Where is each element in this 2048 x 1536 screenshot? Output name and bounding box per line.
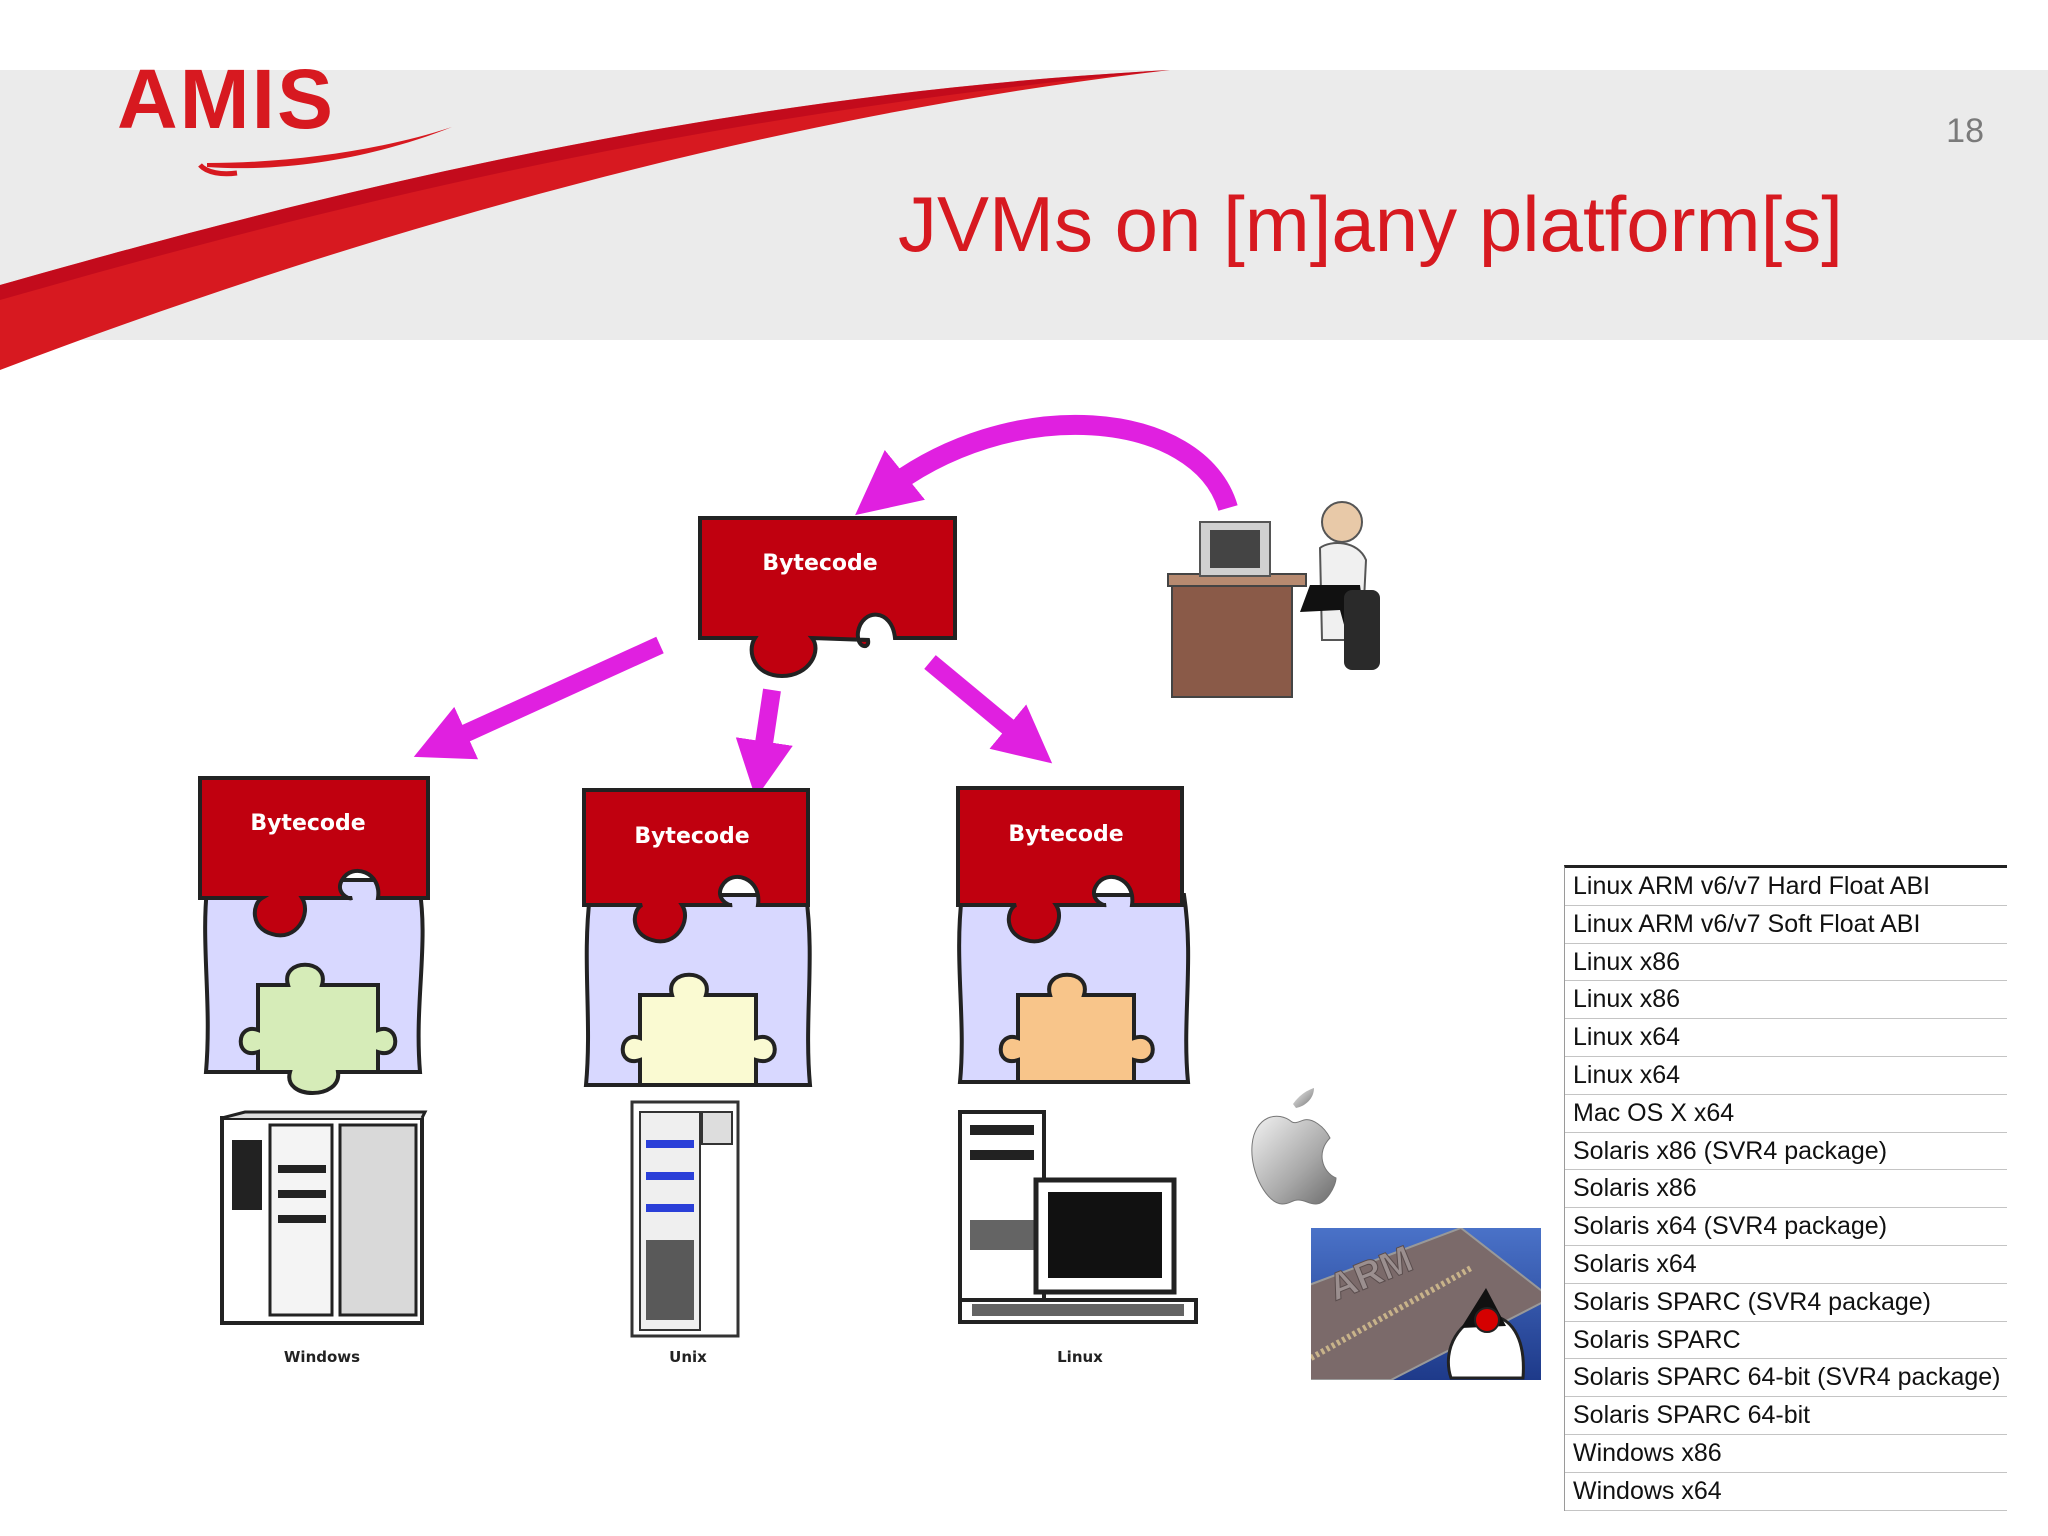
piece-label-unix: Bytecode (634, 824, 749, 849)
piece-label-linux: Bytecode (1008, 822, 1123, 847)
platform-row: Solaris SPARC (SVR4 package) (1565, 1284, 2007, 1322)
slide-title: JVMs on [m]any platform[s] (898, 180, 1843, 268)
platform-row: Solaris x64 (1565, 1246, 2007, 1284)
os-label-windows: Windows (284, 1348, 360, 1366)
platform-row: Linux x64 (1565, 1019, 2007, 1057)
platform-row: Linux ARM v6/v7 Hard Float ABI (1565, 868, 2007, 906)
arrow-right (924, 655, 1053, 764)
unix-server-icon (630, 1100, 740, 1338)
arrow-middle (735, 688, 793, 799)
platform-row: Linux x86 (1565, 981, 2007, 1020)
platform-row: Mac OS X x64 (1565, 1095, 2007, 1133)
bytecode-stack-unix: Bytecode Unix (582, 788, 813, 1366)
platform-row: Solaris x64 (SVR4 package) (1565, 1208, 2007, 1246)
top-bytecode-piece: Bytecode (698, 516, 957, 679)
amis-logo: AMIS (112, 55, 472, 185)
java-duke-icon (1446, 1288, 1525, 1380)
bytecode-stack-windows: Bytecode Windows (198, 776, 430, 1366)
platform-row: Solaris SPARC 64-bit (SVR4 package) (1565, 1359, 2007, 1398)
logo-swoosh-icon (198, 127, 452, 177)
platform-row: Windows x86 (1565, 1435, 2007, 1473)
platform-row: Linux x86 (1565, 944, 2007, 982)
arrow-left (413, 636, 664, 760)
logo-text: AMIS (117, 52, 335, 146)
platform-row: Solaris x86 (SVR4 package) (1565, 1133, 2007, 1171)
linux-desktop-icon (958, 1110, 1198, 1324)
apple-logo-icon (1251, 1088, 1337, 1205)
top-piece-label: Bytecode (762, 551, 877, 576)
developer-at-desk-illustration (1167, 501, 1380, 698)
arm-java-chip-image: ARM (1311, 1228, 1541, 1380)
windows-tower-icon (220, 1110, 428, 1325)
page-number: 18 (1946, 112, 1984, 150)
platform-row: Linux x64 (1565, 1057, 2007, 1095)
curved-arrow (855, 414, 1238, 516)
os-label-linux: Linux (1057, 1348, 1103, 1366)
piece-label-windows: Bytecode (250, 811, 365, 836)
os-label-unix: Unix (669, 1348, 707, 1366)
bytecode-stack-linux: Bytecode Linux (956, 786, 1198, 1366)
platform-row: Windows x64 (1565, 1473, 2007, 1511)
platform-row: Linux ARM v6/v7 Soft Float ABI (1565, 906, 2007, 944)
platform-row: Solaris x86 (1565, 1170, 2007, 1209)
platform-list: Linux ARM v6/v7 Hard Float ABI Linux ARM… (1564, 865, 2007, 1511)
platform-row: Solaris SPARC (1565, 1322, 2007, 1360)
platform-row: Solaris SPARC 64-bit (1565, 1397, 2007, 1435)
